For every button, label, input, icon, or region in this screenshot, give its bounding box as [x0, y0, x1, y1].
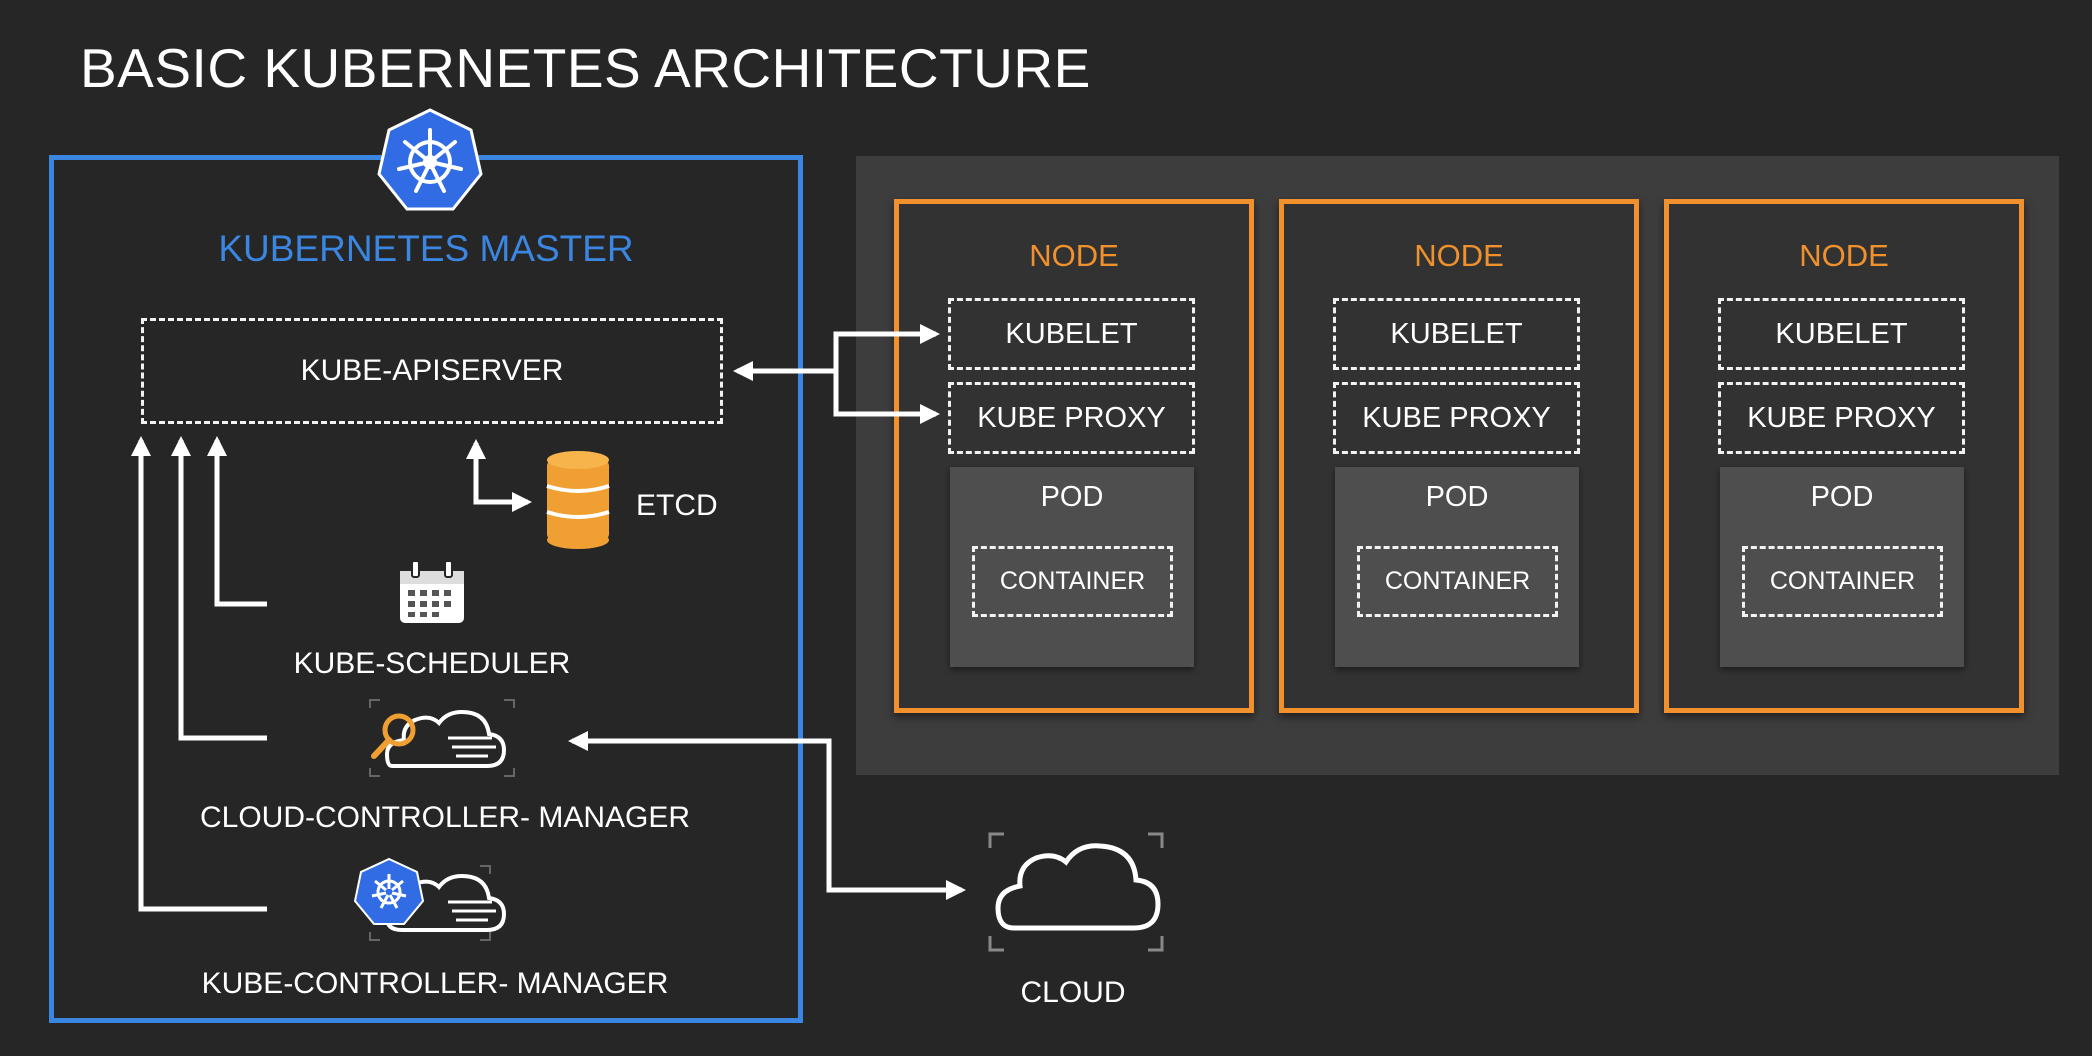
pod-box: POD CONTAINER — [950, 467, 1194, 667]
kube-controller-manager-label: KUBE-CONTROLLER- MANAGER — [201, 967, 669, 1000]
kube-proxy-box: KUBE PROXY — [1718, 382, 1965, 454]
kube-apiserver-label: KUBE-APISERVER — [300, 354, 564, 387]
kubernetes-master-title: KUBERNETES MASTER — [218, 228, 634, 269]
cloud-label: CLOUD — [1020, 976, 1126, 1009]
kubelet-box: KUBELET — [1718, 298, 1965, 370]
node-box: NODE KUBELET KUBE PROXY POD CONTAINER — [894, 199, 1254, 713]
kubernetes-master-box — [49, 155, 803, 1023]
kube-proxy-label: KUBE PROXY — [1747, 401, 1936, 434]
kubelet-label: KUBELET — [1390, 317, 1523, 350]
pod-box: POD CONTAINER — [1720, 467, 1964, 667]
diagram-title: BASIC KUBERNETES ARCHITECTURE — [80, 37, 1091, 99]
kube-proxy-box: KUBE PROXY — [948, 382, 1195, 454]
container-box: CONTAINER — [1742, 546, 1943, 617]
container-label: CONTAINER — [999, 567, 1146, 595]
kubelet-label: KUBELET — [1775, 317, 1908, 350]
container-label: CONTAINER — [1769, 567, 1916, 595]
pod-title: POD — [1425, 481, 1489, 513]
kube-scheduler-label: KUBE-SCHEDULER — [293, 647, 571, 680]
kubelet-box: KUBELET — [1333, 298, 1580, 370]
kube-proxy-label: KUBE PROXY — [977, 401, 1166, 434]
node-title: NODE — [1029, 238, 1119, 273]
node-box: NODE KUBELET KUBE PROXY POD CONTAINER — [1664, 199, 2024, 713]
container-box: CONTAINER — [1357, 546, 1558, 617]
kube-proxy-label: KUBE PROXY — [1362, 401, 1551, 434]
pod-title: POD — [1040, 481, 1104, 513]
kube-apiserver-box: KUBE-APISERVER — [141, 318, 723, 424]
container-box: CONTAINER — [972, 546, 1173, 617]
kube-proxy-box: KUBE PROXY — [1333, 382, 1580, 454]
pod-title: POD — [1810, 481, 1874, 513]
container-label: CONTAINER — [1384, 567, 1531, 595]
etcd-label: ETCD — [636, 489, 718, 522]
node-title: NODE — [1414, 238, 1504, 273]
cloud-icon — [988, 832, 1164, 952]
kubelet-box: KUBELET — [948, 298, 1195, 370]
node-title: NODE — [1799, 238, 1889, 273]
node-box: NODE KUBELET KUBE PROXY POD CONTAINER — [1279, 199, 1639, 713]
kubelet-label: KUBELET — [1005, 317, 1138, 350]
cloud-controller-manager-label: CLOUD-CONTROLLER- MANAGER — [199, 801, 691, 834]
pod-box: POD CONTAINER — [1335, 467, 1579, 667]
